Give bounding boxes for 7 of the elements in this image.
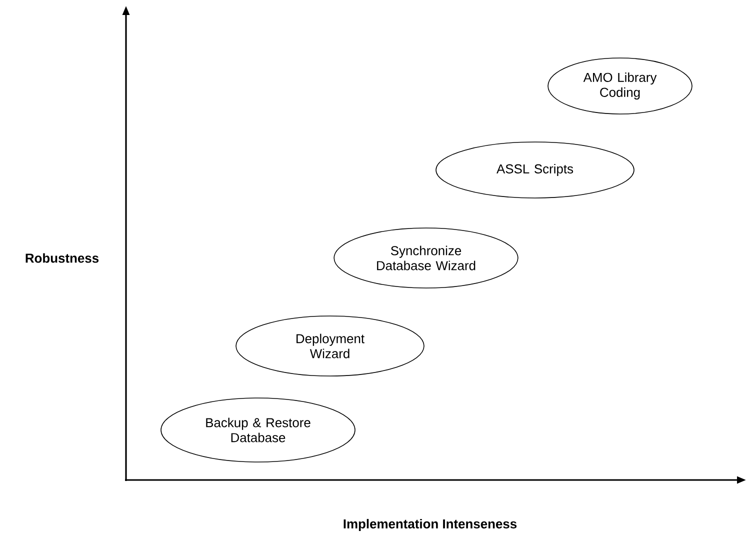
ellipse-node: Backup & Restore Database xyxy=(160,398,356,462)
axis-label: Implementation Intenseness xyxy=(344,518,517,532)
ellipse-node: ASSL Scripts xyxy=(436,142,634,198)
ellipse-node: Deployment Wizard xyxy=(236,316,424,376)
ellipse-node: Synchronize Database Wizard xyxy=(334,228,518,288)
ellipse-node: AMO Library Coding xyxy=(548,58,692,114)
axis-label: Robustness xyxy=(26,253,99,263)
